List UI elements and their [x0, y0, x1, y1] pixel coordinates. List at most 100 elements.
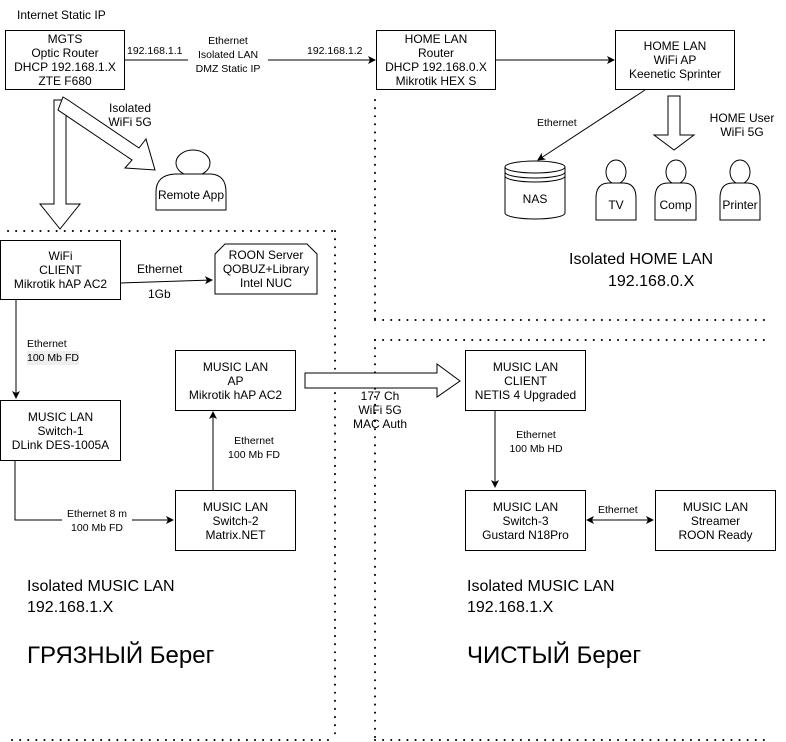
clean-zone-subnet: 192.168.1.X: [467, 599, 554, 616]
label-line: Ethernet: [208, 35, 248, 47]
node-line: MUSIC LAN: [492, 359, 559, 374]
node-line: DLink DES-1005A: [11, 437, 110, 452]
wan-link-label: Ethernet Isolated LAN DMZ Static IP: [188, 34, 268, 76]
printer-icon: [719, 159, 761, 221]
printer-label: Printer: [722, 198, 758, 212]
node-line: MUSIC LAN: [492, 499, 559, 514]
node-line: Intel NUC: [239, 276, 292, 290]
label-line: MAC Auth: [352, 417, 408, 431]
switch1-node[interactable]: MUSIC LAN Switch-1 DLink DES-1005A: [0, 400, 121, 461]
music-client-node[interactable]: MUSIC LAN CLIENT NETIS 4 Upgraded: [465, 350, 586, 411]
nas-link-label: Ethernet: [537, 117, 577, 129]
mgts-ip-label: 192.168.1.1: [127, 45, 183, 57]
node-line: CLIENT: [39, 263, 82, 277]
node-line: Switch-2: [212, 513, 259, 528]
mgts-router-node[interactable]: MGTS Optic Router DHCP 192.168.1.X ZTE F…: [5, 30, 125, 90]
node-line: DHCP 192.168.1.X: [14, 60, 116, 74]
isolated-wifi-arrow: [57, 96, 156, 171]
label-line: DMZ Static IP: [188, 62, 268, 76]
label-line: WiFi 5G: [720, 125, 764, 139]
node-line: Mikrotik hAP AC2: [13, 277, 108, 291]
node-line: MUSIC LAN: [682, 499, 749, 514]
node-line: MUSIC LAN: [27, 409, 94, 424]
isolated-wifi-label: Isolated WiFi 5G: [108, 101, 152, 129]
home-ap-node[interactable]: HOME LAN WiFi AP Keenetic Sprinter: [615, 30, 735, 90]
home-router-node[interactable]: HOME LAN Router DHCP 192.168.0.X Mikroti…: [376, 30, 496, 90]
music-ap-node[interactable]: MUSIC LAN AP Mikrotik hAP AC2: [175, 350, 296, 411]
wifi-bridge-label: 177 Ch WiFi 5G MAC Auth: [350, 389, 410, 431]
node-line: DHCP 192.168.0.X: [385, 60, 487, 74]
node-line: NETIS 4 Upgraded: [474, 387, 577, 402]
label-line: WiFi 5G: [358, 403, 402, 417]
switch1-switch2-label: Ethernet 8 m 100 Mb FD: [62, 507, 132, 535]
dirty-bank-title: ГРЯЗНЫЙ Берег: [27, 642, 215, 669]
nas-icon: [504, 160, 566, 220]
label-line: 100 Mb HD: [509, 443, 563, 455]
label-line: Ethernet: [234, 435, 274, 447]
roon-server-shape: [214, 243, 318, 295]
label-line: WiFi 5G: [108, 115, 152, 129]
label-line: Ethernet: [27, 338, 67, 350]
tv-icon: [595, 159, 637, 221]
dirty-zone-subnet: 192.168.1.X: [27, 599, 114, 616]
switch2-ap-label: Ethernet 100 Mb FD: [226, 434, 282, 462]
label-line: Isolated LAN: [188, 48, 268, 62]
label-line: 100 Mb FD: [71, 522, 123, 534]
node-line: MUSIC LAN: [202, 359, 269, 374]
streamer-node[interactable]: MUSIC LAN Streamer ROON Ready: [655, 490, 776, 551]
remote-app-label: Remote App: [157, 188, 225, 202]
node-line: WiFi AP: [653, 53, 697, 67]
node-line: QOBUZ+Library: [222, 262, 310, 276]
home-wifi-arrow: [652, 95, 696, 151]
node-line: Switch-3: [502, 513, 549, 528]
node-line: ROON Server: [228, 248, 304, 262]
node-line: AP: [227, 373, 244, 388]
label-line: 100 Mb FD: [27, 351, 79, 365]
clean-bank-title: ЧИСТЫЙ Берег: [467, 642, 642, 669]
wifi-client-node[interactable]: WiFi CLIENT Mikrotik hAP AC2: [0, 240, 121, 300]
internet-static-ip-label: Internet Static IP: [17, 8, 106, 22]
link-client-roon: [119, 276, 213, 285]
nas-label: NAS: [522, 192, 548, 206]
node-line: Mikrotik hAP AC2: [188, 387, 283, 402]
node-line: Gustard N18Pro: [482, 527, 569, 542]
node-line: HOME LAN: [643, 39, 707, 53]
label-line: 100 Mb FD: [228, 449, 280, 461]
switch3-node[interactable]: MUSIC LAN Switch-3 Gustard N18Pro: [465, 490, 586, 551]
clean-zone-title: Isolated MUSIC LAN: [467, 578, 615, 595]
tv-label: TV: [608, 198, 624, 212]
label-line: 177 Ch: [360, 389, 400, 403]
wifi-bridge-arrow: [304, 363, 461, 398]
roon-server-node[interactable]: ROON Server QOBUZ+Library Intel NUC: [215, 248, 317, 290]
node-line: HOME LAN: [404, 32, 468, 46]
node-line: Switch-1: [37, 423, 84, 438]
dirty-zone-title: Isolated MUSIC LAN: [27, 578, 175, 595]
node-line: ROON Ready: [678, 527, 753, 542]
node-line: WiFi: [48, 249, 73, 263]
node-line: Router: [417, 46, 455, 60]
label-line: Ethernet 8 m: [62, 507, 132, 521]
switch3-streamer-label: Ethernet: [598, 504, 638, 516]
wifi-down-arrow: [38, 99, 82, 230]
home-zone-title: Isolated HOME LAN: [569, 251, 714, 268]
client-switch1-label: Ethernet 100 Mb FD: [27, 337, 79, 365]
label-line: Isolated: [108, 101, 152, 115]
node-line: Mikrotik HEX S: [395, 74, 477, 88]
node-line: Keenetic Sprinter: [628, 67, 722, 81]
comp-icon: [654, 159, 697, 221]
node-line: Streamer: [690, 513, 741, 528]
label-line: HOME User: [709, 111, 775, 125]
node-line: MGTS: [47, 32, 83, 46]
node-line: ZTE F680: [38, 74, 92, 88]
node-line: MUSIC LAN: [202, 499, 269, 514]
label-line: Ethernet: [516, 429, 556, 441]
switch2-node[interactable]: MUSIC LAN Switch-2 Matrix.NET: [175, 490, 296, 551]
home-user-wifi-label: HOME User WiFi 5G: [702, 111, 782, 139]
roon-link-top-label: Ethernet: [137, 262, 183, 276]
node-line: CLIENT: [504, 373, 547, 388]
node-line: Optic Router: [31, 46, 99, 60]
link-ap-nas: [537, 89, 646, 161]
roon-link-bottom-label: 1Gb: [148, 287, 171, 301]
node-line: Matrix.NET: [205, 527, 266, 542]
